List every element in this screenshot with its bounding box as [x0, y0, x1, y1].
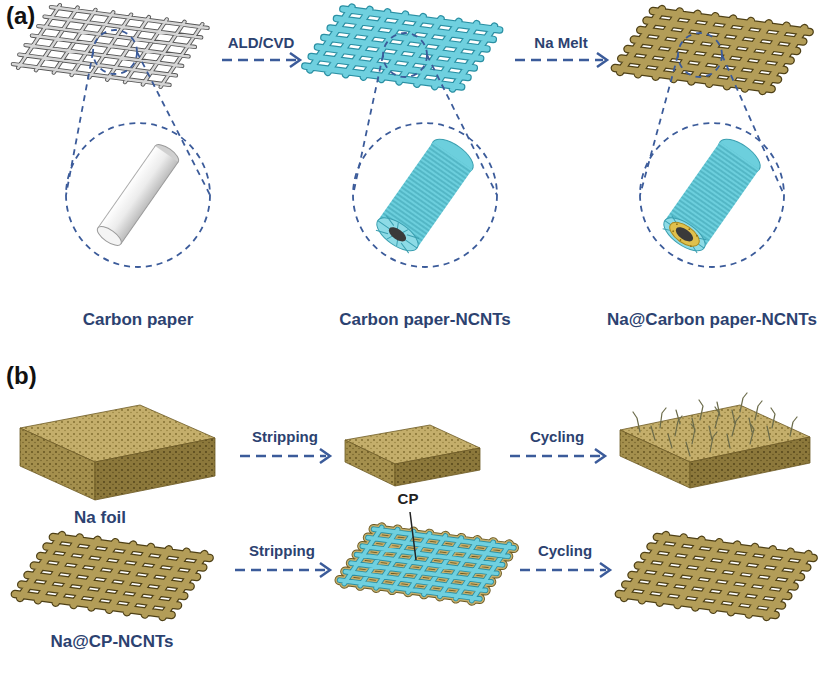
stripped-na-slab — [345, 425, 480, 486]
ncnt-mesh — [305, 7, 500, 89]
dendrites — [633, 393, 797, 456]
caption-label: Carbon paper-NCNTs — [339, 310, 511, 330]
arrow-label: Stripping — [252, 428, 318, 445]
arrow-label: Stripping — [249, 542, 315, 559]
arrow-label: ALD/CVD — [228, 34, 295, 51]
caption-label: Carbon paper — [83, 310, 194, 330]
leader-line — [410, 512, 416, 560]
caption-label: Na@CP-NCNTs — [51, 632, 174, 652]
carbon-paper-mesh — [13, 5, 208, 87]
panel-letter: (a) — [6, 2, 35, 30]
ncnt-fiber — [371, 133, 478, 257]
caption-label: Na foil — [74, 508, 126, 528]
arrow-label: Na Melt — [534, 34, 587, 51]
cycled-na-slab — [620, 405, 810, 488]
part-label: CP — [398, 490, 419, 507]
na-coated-mesh — [615, 9, 810, 91]
carbon-fiber — [94, 141, 181, 249]
zoom-lines — [66, 30, 784, 267]
na-ncnt-fiber — [658, 133, 765, 257]
arrow-label: Cycling — [538, 542, 592, 559]
process-arrow — [222, 53, 607, 67]
caption-label: Na@Carbon paper-NCNTs — [607, 310, 817, 330]
na-coated-mesh — [15, 535, 210, 617]
na-foil-slab — [20, 405, 215, 500]
na-coated-mesh — [619, 535, 814, 617]
panel-letter: (b) — [6, 362, 37, 390]
stripped-cp-mesh — [340, 527, 514, 600]
arrow-label: Cycling — [530, 428, 584, 445]
